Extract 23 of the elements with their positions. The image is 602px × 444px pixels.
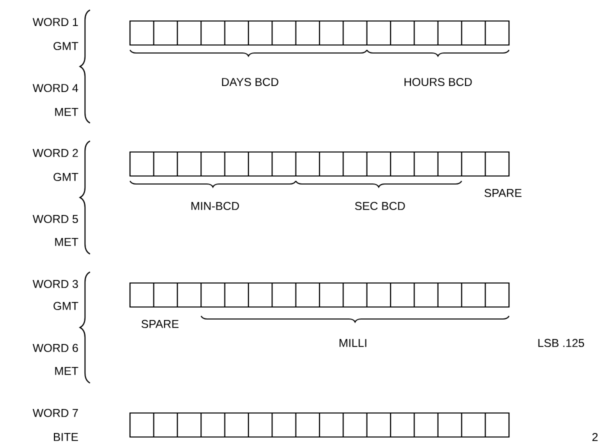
word-label: GMT [54,172,78,182]
field-label: LSB .125 [538,338,584,348]
word-label: GMT [54,302,78,310]
field-label: MIN-BCD [191,202,239,210]
word-label: WORD 2 [32,148,78,158]
word-label: WORD 3 [32,280,78,288]
word-label: WORD 1 [32,18,78,26]
word-label: WORD 7 [32,408,78,418]
word-label: WORD 5 [32,214,78,224]
word-label: MET [55,238,78,246]
word-label: MET [55,108,78,116]
word-label: WORD 6 [32,344,78,352]
field-label: HOURS BCD [404,78,472,86]
field-label: SPARE [142,320,178,328]
word-label: BITE [54,433,78,441]
word-label: WORD 4 [32,84,78,92]
field-label: SEC BCD [355,202,405,210]
word-label: MET [55,367,78,375]
page-number: 2 [592,433,598,441]
field-label: SPARE [484,188,522,198]
field-label: MILLI [340,339,366,347]
word-label: GMT [54,42,78,50]
field-label: DAYS BCD [222,78,278,86]
